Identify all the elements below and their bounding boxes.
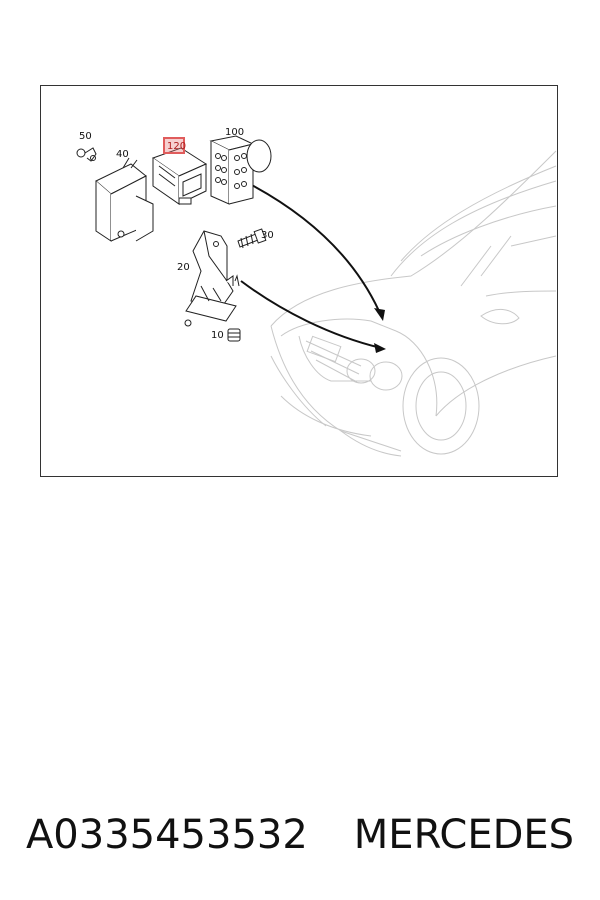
part-100-hydraulic-unit <box>209 135 272 205</box>
callout-30: 30 <box>261 230 274 241</box>
callout-10: 10 <box>211 330 224 341</box>
callout-100: 100 <box>225 127 245 138</box>
arrow-head-1 <box>374 308 385 321</box>
callout-50: 50 <box>79 131 92 142</box>
car-outline <box>270 150 557 457</box>
part-120-control-unit <box>151 147 208 205</box>
callout-20: 20 <box>177 262 190 273</box>
diagram-drawing <box>76 135 557 457</box>
part-20-mount-bracket <box>184 230 240 327</box>
part-10-grommet <box>227 328 241 342</box>
part-number: A0335453532 <box>25 812 308 858</box>
part-50-clip <box>76 147 97 162</box>
arrow-head-2 <box>374 343 386 353</box>
part-caption: A0335453532 MERCEDES <box>0 805 600 865</box>
callout-120-highlight[interactable]: 120 <box>163 137 187 154</box>
arrows <box>240 182 382 349</box>
part-30-bolt <box>237 228 267 249</box>
parts-diagram: 50 40 120 100 30 20 10 <box>40 85 558 477</box>
callout-40: 40 <box>116 149 129 160</box>
brand-name: MERCEDES <box>353 812 575 858</box>
callout-120: 120 <box>167 141 187 152</box>
part-40-bracket <box>95 157 154 242</box>
